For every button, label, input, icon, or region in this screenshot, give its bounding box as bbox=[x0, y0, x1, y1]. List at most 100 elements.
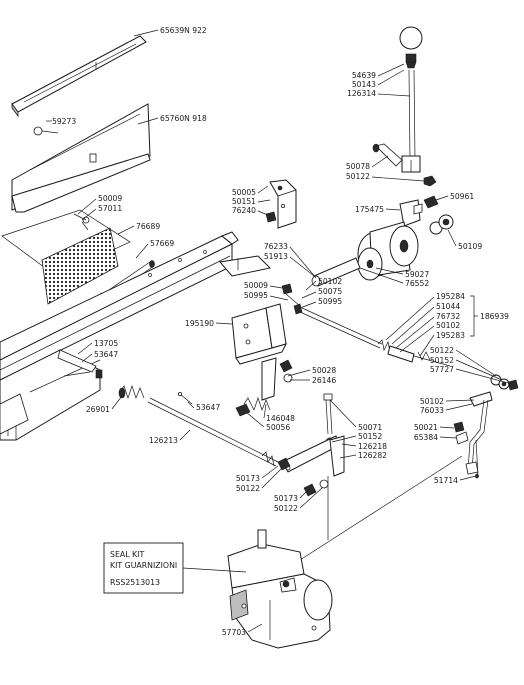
part-label: 50102 bbox=[436, 321, 460, 330]
part-label: 50075 bbox=[318, 287, 342, 296]
part-label: 50109 bbox=[458, 242, 482, 251]
part-label: 50122 bbox=[274, 504, 298, 513]
perforated-screen bbox=[1, 209, 131, 305]
part-label: 57011 bbox=[98, 204, 122, 213]
part-label: 26146 bbox=[312, 376, 336, 385]
part-label: 195190 bbox=[185, 319, 214, 328]
part-label: 76240 bbox=[232, 206, 256, 215]
long-rod bbox=[147, 397, 279, 467]
frame-side bbox=[0, 349, 101, 441]
part-label: 50102 bbox=[420, 397, 444, 406]
part-label: 50152 bbox=[430, 356, 454, 365]
main-bracket bbox=[231, 303, 287, 365]
bolt-50021 bbox=[453, 421, 469, 445]
part-label: 51714 bbox=[434, 476, 458, 485]
part-label: 65384 bbox=[414, 433, 438, 442]
lever-bolt-50078 bbox=[372, 143, 403, 167]
part-label: 57669 bbox=[150, 239, 174, 248]
thrust-rod bbox=[299, 307, 451, 367]
part-label: 76033 bbox=[420, 406, 444, 415]
shift-link bbox=[281, 435, 345, 477]
bracket-76240 bbox=[269, 179, 297, 229]
part-label: 126314 bbox=[347, 89, 376, 98]
washers-right bbox=[490, 374, 519, 391]
part-label: 50173 bbox=[236, 474, 260, 483]
part-label: 65760N 918 bbox=[160, 114, 207, 123]
part-label: 59273 bbox=[52, 117, 76, 126]
part-label: 50102 bbox=[318, 277, 342, 286]
part-label: 76233 bbox=[264, 242, 288, 251]
part-label: 50995 bbox=[318, 297, 342, 306]
part-label: 146048 bbox=[266, 414, 295, 423]
part-label: 50071 bbox=[358, 423, 382, 432]
nuts-50173 bbox=[277, 457, 317, 497]
shield-plate bbox=[11, 103, 151, 213]
frame-bracket bbox=[219, 255, 272, 277]
part-label: 50961 bbox=[450, 192, 474, 201]
nut-50028 bbox=[279, 359, 293, 383]
shift-lever bbox=[399, 26, 423, 173]
cotter-pin bbox=[177, 391, 193, 405]
part-label: 51913 bbox=[264, 252, 288, 261]
guard-bar bbox=[11, 35, 147, 118]
seal-kit-box: SEAL KIT KIT GUARNIZIONI RSS2513013 bbox=[103, 542, 247, 594]
leader-gearbox bbox=[299, 455, 463, 561]
part-label: 50122 bbox=[236, 484, 260, 493]
part-label: 76552 bbox=[405, 279, 429, 288]
part-label: 50143 bbox=[352, 80, 376, 89]
part-label: 50122 bbox=[346, 172, 370, 181]
part-label: 53647 bbox=[196, 403, 220, 412]
part-label: 50122 bbox=[430, 346, 454, 355]
frame-rail bbox=[0, 231, 239, 381]
part-label: 50028 bbox=[312, 366, 336, 375]
seal-kit-subtitle: KIT GUARNIZIONI bbox=[110, 561, 177, 570]
part-label: 50009 bbox=[98, 194, 122, 203]
leader-lines bbox=[46, 29, 513, 633]
part-label: 186939 bbox=[480, 312, 509, 321]
part-label: 50151 bbox=[232, 197, 256, 206]
part-label: 50005 bbox=[232, 188, 256, 197]
part-label: 50173 bbox=[274, 494, 298, 503]
shift-fork bbox=[399, 199, 423, 227]
washer-50122-link bbox=[319, 479, 329, 489]
part-label: 54639 bbox=[352, 71, 376, 80]
seal-kit-title: SEAL KIT bbox=[110, 550, 144, 559]
seal-kit-code: RSS2513013 bbox=[110, 578, 160, 587]
part-label: 76732 bbox=[436, 312, 460, 321]
part-label: 126218 bbox=[358, 442, 387, 451]
part-label: 26901 bbox=[86, 405, 110, 414]
spring-146048 bbox=[243, 357, 277, 412]
part-label: 126282 bbox=[358, 451, 387, 460]
part-label: 50009 bbox=[244, 281, 268, 290]
lever-arm-65384 bbox=[465, 391, 493, 475]
part-label: 57703 bbox=[222, 628, 246, 637]
bolt-50005 bbox=[265, 211, 277, 223]
flange-59027 bbox=[357, 247, 383, 281]
washers-50109 bbox=[429, 214, 454, 235]
part-label: 53647 bbox=[94, 350, 118, 359]
part-label: 57727 bbox=[430, 365, 454, 374]
part-label: 50152 bbox=[358, 432, 382, 441]
part-label: 50021 bbox=[414, 423, 438, 432]
part-label: 65639N 922 bbox=[160, 26, 207, 35]
gearbox bbox=[227, 529, 333, 649]
part-label: 50056 bbox=[266, 423, 290, 432]
part-label: 59027 bbox=[405, 270, 429, 279]
part-label: 126213 bbox=[149, 436, 178, 445]
part-label: 13705 bbox=[94, 339, 118, 348]
part-label: 76689 bbox=[136, 222, 160, 231]
part-label: 50078 bbox=[346, 162, 370, 171]
part-label: 195284 bbox=[436, 292, 465, 301]
part-label: 195283 bbox=[436, 331, 465, 340]
part-label: 51044 bbox=[436, 302, 460, 311]
part-label: 50995 bbox=[244, 291, 268, 300]
nut-50122-top bbox=[423, 175, 437, 187]
spring-left bbox=[118, 384, 145, 400]
small-bolts-50995 bbox=[281, 283, 303, 315]
nut-50961 bbox=[423, 195, 439, 209]
part-label: 175475 bbox=[355, 205, 384, 214]
nut-50056 bbox=[235, 403, 251, 417]
